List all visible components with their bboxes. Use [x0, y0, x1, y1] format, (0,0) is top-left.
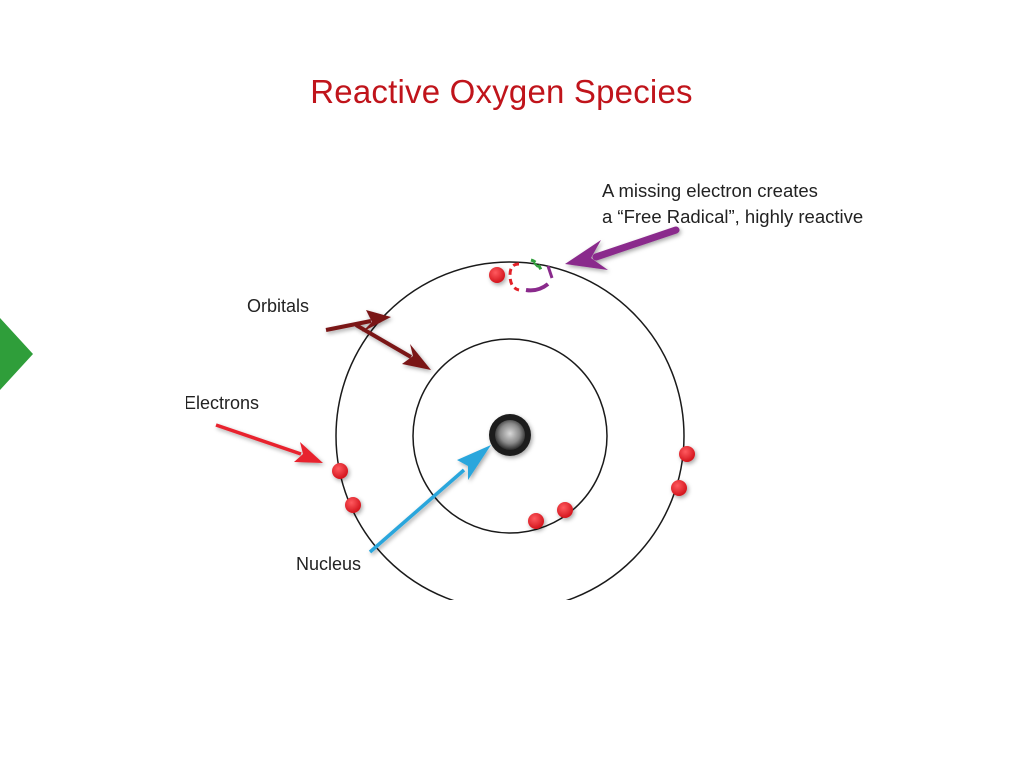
missing-electron-label-line2: a “Free Radical”, highly reactive — [602, 206, 863, 227]
inner-orbit — [412, 338, 608, 534]
atom-diagram: A missing electron creates a “Free Radic… — [184, 160, 886, 611]
missing-electron-arrow — [565, 226, 680, 270]
electron — [489, 267, 505, 283]
electrons-arrow — [215, 423, 323, 463]
next-slide-arrow-icon[interactable] — [0, 318, 36, 390]
nucleus-label: Nucleus — [296, 554, 361, 574]
electrons-label: Electrons — [186, 393, 259, 413]
nucleus-arrow — [368, 445, 491, 554]
slide-title: Reactive Oxygen Species — [310, 73, 693, 110]
orbitals-arrows — [325, 310, 431, 370]
orbitals-label: Orbitals — [247, 296, 309, 316]
electron — [528, 513, 544, 529]
electron — [557, 502, 573, 518]
electron — [679, 446, 695, 462]
electron — [671, 480, 687, 496]
nucleus — [489, 414, 531, 456]
electrons — [332, 267, 695, 529]
missing-electron-label-line1: A missing electron creates — [602, 180, 818, 201]
missing-electron-marker — [508, 258, 554, 293]
electron — [332, 463, 348, 479]
electron — [345, 497, 361, 513]
